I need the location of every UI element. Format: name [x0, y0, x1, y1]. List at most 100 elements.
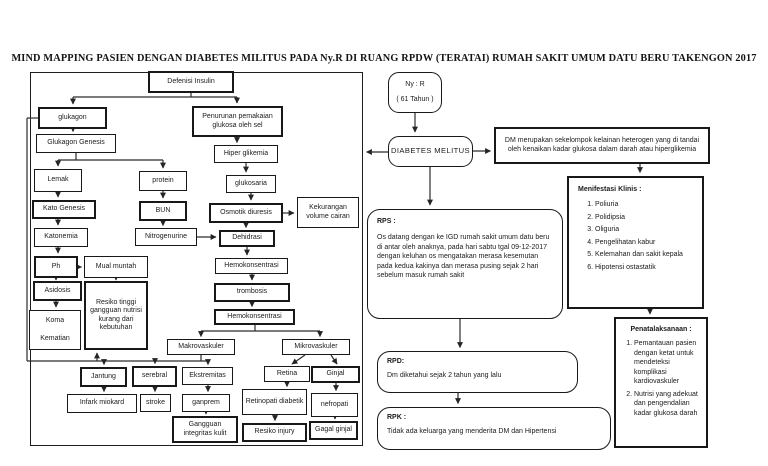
node-label: Hemokonsentrasi [227, 312, 282, 320]
node-label: ganprem [192, 398, 220, 406]
node-label: Mual muntah [95, 262, 137, 270]
dm-definition-text: DM merupakan sekelompok kelainan heterog… [504, 137, 700, 153]
manifestasi-title: Menifestasi Klinis : [578, 186, 642, 193]
node-label: Ph [51, 262, 61, 270]
node-defenisi-insulin: Defenisi Insulin [148, 71, 234, 93]
node-label: Dehidrasi [232, 234, 262, 242]
node-trombosis: trombosis [214, 283, 290, 302]
node-hiperglikemia: Hiper glikemia [214, 145, 278, 163]
node-resiko-nutrisi: Resiko tinggi gangguan nutrisi kurang da… [84, 281, 148, 350]
node-ginjal: Ginjal [311, 366, 360, 383]
node-diabetes-melitus: DIABETES MELITUS [388, 136, 473, 167]
node-label: trombosis [236, 288, 268, 296]
manifestasi-item: Oliguria [595, 225, 693, 234]
node-label-kematian: Kematian [40, 335, 70, 342]
node-glukosaria: glukosaria [226, 175, 276, 193]
panel-rps: RPS : Os datang dengan ke IGD rumah saki… [367, 209, 563, 319]
node-label: Hemokonsentrasi [224, 261, 279, 269]
node-label: Osmotik diuresis [220, 208, 272, 216]
node-hemokonsentrasi-2: Hemokonsentrasi [214, 309, 295, 325]
node-label: Katonemia [44, 233, 78, 241]
node-osmotik-diuresis: Osmotik diuresis [209, 203, 283, 223]
node-label: Nitrogenurine [144, 232, 188, 240]
panel-rpd: RPD: Dm diketahui sejak 2 tahun yang lal… [377, 351, 578, 393]
node-label: Defenisi Insulin [167, 77, 215, 85]
penatalaksanaan-list: Pemantauan pasien dengan ketat untuk men… [621, 339, 701, 418]
page-title: MIND MAPPING PASIEN DENGAN DIABETES MILI… [11, 53, 757, 64]
node-resiko-injury: Resiko injury [242, 423, 307, 442]
rpd-body: Dm diketahui sejak 2 tahun yang lalu [387, 372, 502, 380]
node-penurunan-pemakaian: Penurunan pemakaian glukosa oleh sel [192, 106, 283, 137]
node-serebral: serebral [132, 366, 177, 387]
manifestasi-item: Kelemahan dan sakit kepala [595, 250, 693, 259]
node-label: Asidosis [44, 286, 71, 294]
node-label: protein [152, 176, 174, 184]
node-label: nefropati [320, 400, 349, 408]
node-ganprem: ganprem [182, 394, 230, 412]
node-label: glukagon [58, 113, 87, 121]
node-asidosis: Asidosis [33, 281, 82, 301]
manifestasi-item: Poliuria [595, 200, 693, 209]
node-dehidrasi: Dehidrasi [219, 230, 275, 247]
node-label: Retinopati diabetik [245, 397, 304, 405]
panel-penatalaksanaan: Penatalaksanaan : Pemantauan pasien deng… [614, 317, 708, 448]
node-label: Kekurangan volume cairan [306, 204, 350, 220]
patient-name: Ny : R [405, 81, 425, 89]
rps-label: RPS : [377, 218, 396, 225]
rpk-body: Tidak ada keluarga yang menderita DM dan… [387, 428, 557, 436]
node-mual-muntah: Mual muntah [84, 256, 148, 278]
node-label: Penurunan pemakaian glukosa oleh sel [202, 113, 273, 129]
diagnosis-label: DIABETES MELITUS [391, 146, 470, 156]
node-katonemia: Katonemia [34, 228, 88, 247]
node-kekurangan-volume-cairan: Kekurangan volume cairan [297, 197, 359, 228]
penatalaksanaan-title: Penatalaksanaan : [630, 326, 692, 333]
node-ph: Ph [34, 256, 78, 278]
node-hemokonsentrasi-1: Hemokonsentrasi [215, 258, 288, 274]
node-mikrovaskuler: Mikrovaskuler [282, 339, 350, 355]
node-label: BUN [155, 206, 171, 214]
node-gagal-ginjal: Gagal ginjal [309, 421, 358, 440]
node-nefropati: nefropati [311, 393, 358, 417]
node-label: Resiko tinggi gangguan nutrisi kurang da… [90, 299, 142, 331]
penatalaksanaan-item: Pemantauan pasien dengan ketat untuk men… [634, 339, 701, 386]
node-koma-kematian: Koma Kematian [29, 310, 81, 350]
node-makrovaskuler: Makrovaskuler [167, 339, 235, 355]
node-label: Makrovaskuler [178, 342, 224, 350]
panel-manifestasi-klinis: Menifestasi Klinis : Poliuria Polidipsia… [567, 176, 704, 309]
rpk-label: RPK : [387, 414, 407, 421]
node-label: Glukagon Genesis [47, 139, 105, 147]
node-label: Gangguan integritas kulit [183, 421, 227, 437]
node-label: Gagal ginjal [315, 426, 352, 434]
panel-dm-definition: DM merupakan sekelompok kelainan heterog… [494, 127, 710, 164]
node-infark-miokard: Infark miokard [67, 394, 137, 413]
node-label: Jantung [91, 372, 116, 380]
node-label: Hiper glikemia [223, 149, 269, 157]
node-label: Ginjal [326, 370, 345, 378]
node-label: stroke [145, 398, 166, 406]
node-glukagon-genesis: Glukagon Genesis [36, 134, 116, 153]
node-label: Mikrovaskuler [294, 342, 338, 350]
node-glukagon: glukagon [38, 107, 107, 129]
node-label: Resiko injury [254, 428, 295, 436]
rpd-label: RPD: [387, 358, 405, 365]
node-gangguan-integritas-kulit: Gangguan integritas kulit [172, 416, 238, 443]
node-retinopati-diabetik: Retinopati diabetik [242, 389, 307, 415]
rps-body: Os datang dengan ke IGD rumah sakit umum… [377, 234, 550, 280]
node-bun: BUN [139, 201, 187, 221]
penatalaksanaan-item: Nutrisi yang adekuat dan pengendalian ka… [634, 390, 701, 418]
panel-rpk: RPK : Tidak ada keluarga yang menderita … [377, 407, 611, 450]
node-retina: Retina [264, 366, 310, 382]
node-label: Retina [276, 369, 298, 377]
patient-age: ( 61 Tahun ) [396, 95, 434, 103]
node-nitrogenurine: Nitrogenurine [135, 228, 197, 246]
manifestasi-item: Pengelihatan kabur [595, 238, 693, 247]
node-protein: protein [139, 171, 187, 191]
manifestasi-list: Poliuria Polidipsia Oliguria Pengelihata… [578, 200, 693, 272]
manifestasi-item: Polidipsia [595, 213, 693, 222]
node-kato-genesis: Kato Genesis [32, 200, 96, 219]
node-patient: Ny : R ( 61 Tahun ) [388, 72, 442, 113]
node-label: serebral [141, 372, 168, 380]
node-label: Lemak [47, 176, 69, 184]
